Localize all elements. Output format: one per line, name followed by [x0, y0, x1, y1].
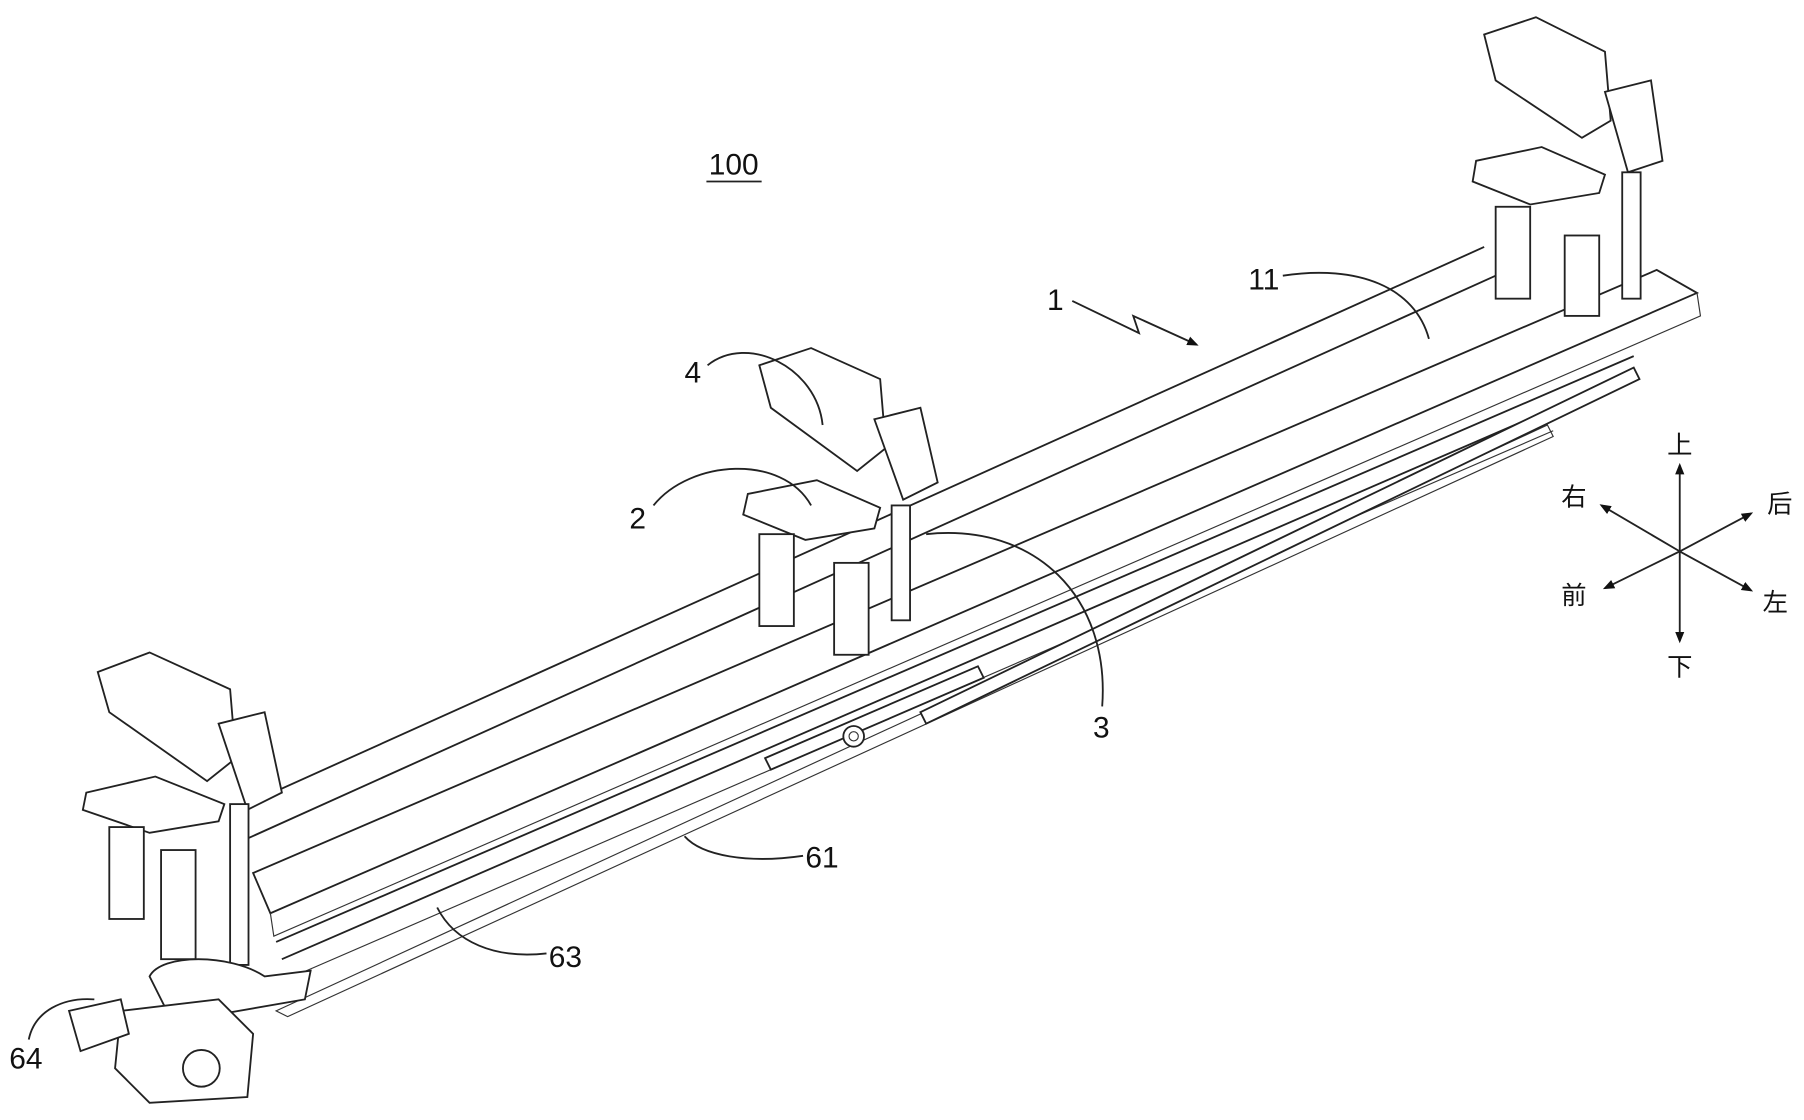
motor-unit: [69, 959, 311, 1103]
beam-assembly: [247, 247, 1700, 1017]
arrow-left-dir-icon: [1680, 551, 1751, 590]
bracket-middle: [743, 348, 937, 655]
label-64: 64: [9, 1042, 42, 1075]
arrow-front-icon: [1605, 551, 1680, 588]
direction-compass: 上 下 右 后 前 左: [1561, 431, 1792, 682]
compass-right: 右: [1561, 482, 1586, 511]
leader-63: [437, 907, 546, 954]
label-1: 1: [1047, 284, 1064, 317]
label-100: 100: [709, 149, 759, 182]
compass-left: 左: [1763, 588, 1788, 617]
label-4: 4: [685, 357, 702, 390]
label-3: 3: [1093, 711, 1110, 744]
bracket-left: [83, 652, 282, 964]
bracket-right: [1473, 17, 1663, 316]
label-2: 2: [629, 502, 646, 535]
arrow-right-dir-icon: [1602, 505, 1680, 551]
label-63: 63: [549, 941, 582, 974]
label-1-arrow: [1072, 301, 1196, 345]
compass-back: 后: [1767, 489, 1792, 518]
label-61: 61: [805, 841, 838, 874]
label-11: 11: [1248, 263, 1279, 296]
compass-front: 前: [1561, 581, 1586, 610]
arrow-back-icon: [1680, 513, 1751, 551]
compass-down: 下: [1667, 652, 1692, 681]
leader-61: [685, 836, 804, 859]
compass-up: 上: [1667, 431, 1692, 460]
